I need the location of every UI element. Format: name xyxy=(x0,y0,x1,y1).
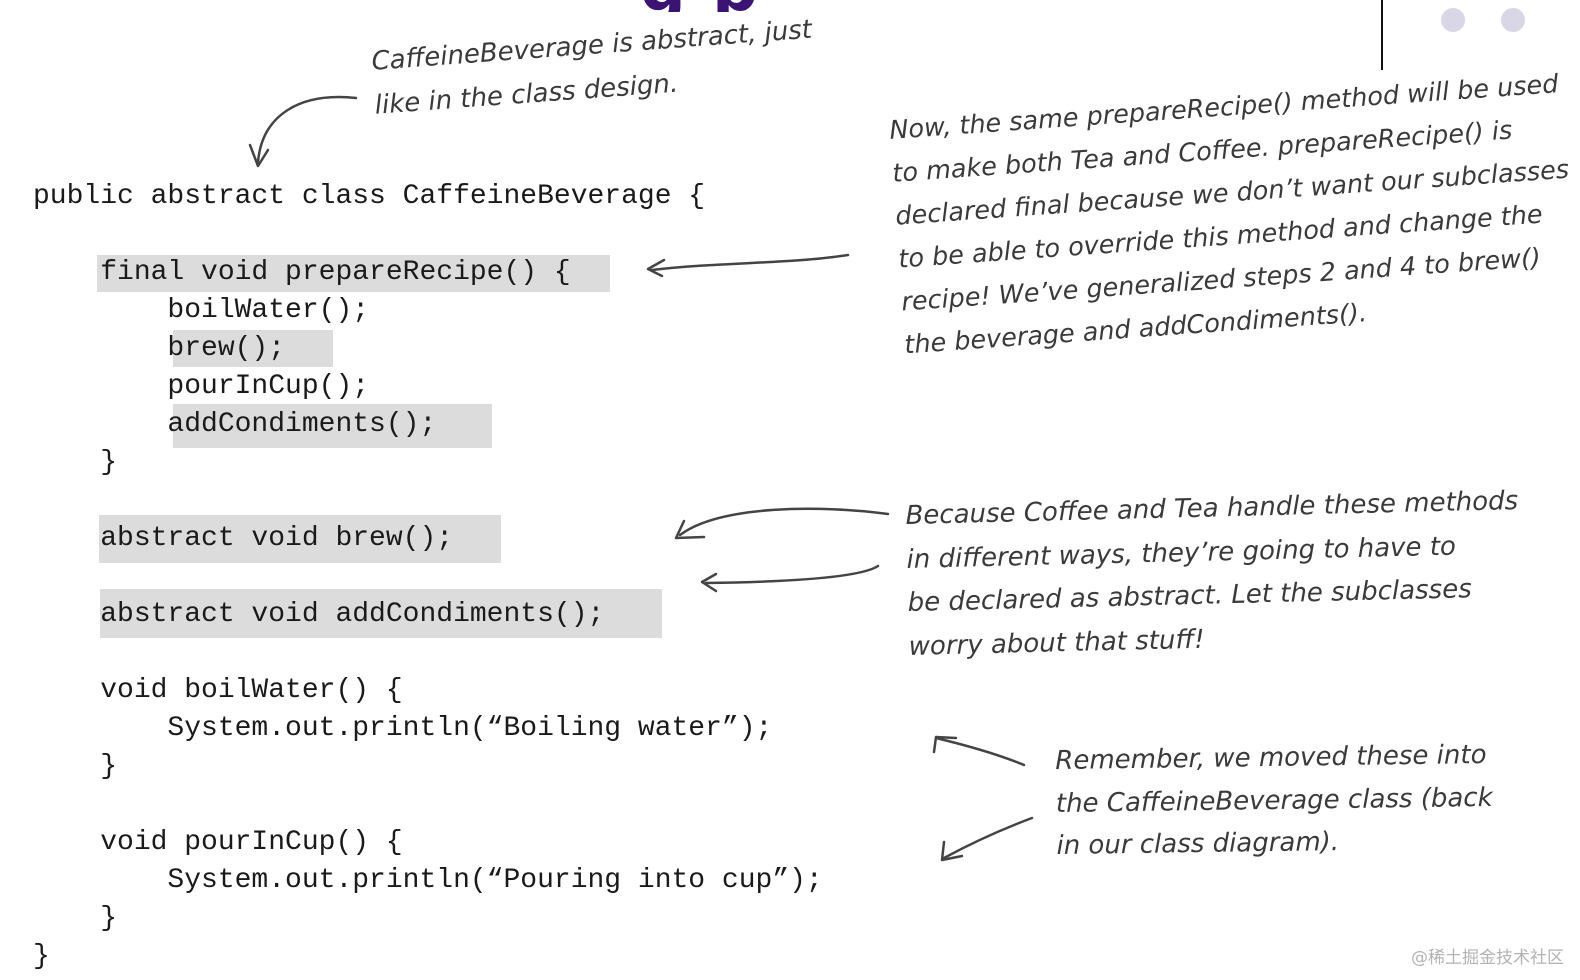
code-line: abstract void brew(); xyxy=(33,523,454,554)
code-block: public abstract class CaffeineBeverage {… xyxy=(33,178,823,976)
arrowhead xyxy=(248,143,270,168)
code-line: System.out.println(“Pouring into cup”); xyxy=(33,865,823,896)
code-line: void boilWater() { xyxy=(33,675,403,706)
highlight-add-condiments-call xyxy=(173,404,492,448)
code-line: System.out.println(“Boiling water”); xyxy=(33,713,773,744)
header-divider xyxy=(1381,0,1383,70)
arrow-to-class-declaration xyxy=(256,95,358,164)
decorative-dot xyxy=(1501,8,1525,32)
code-line: void pourInCup() { xyxy=(33,827,403,858)
code-line: } xyxy=(33,903,118,934)
watermark: @稀土掘金技术社区 xyxy=(1411,948,1564,968)
code-line: public abstract class CaffeineBeverage { xyxy=(33,181,706,212)
arrowhead xyxy=(940,840,964,862)
arrowhead xyxy=(700,572,718,593)
arrow-to-prepare-recipe xyxy=(650,253,850,272)
code-line: boilWater(); xyxy=(33,295,370,326)
arrow-to-boil-water xyxy=(934,736,1026,767)
code-line: } xyxy=(33,751,118,782)
code-line: } xyxy=(33,941,50,972)
arrowhead xyxy=(674,519,706,540)
arrowhead xyxy=(646,258,666,278)
code-line: pourInCup(); xyxy=(33,371,370,402)
highlight-brew-call xyxy=(173,330,333,367)
code-line: } xyxy=(33,447,118,478)
code-line: addCondiments(); xyxy=(33,409,437,440)
highlight-abstract-add-condiments xyxy=(100,589,662,638)
arrow-to-pour-in-cup xyxy=(942,816,1034,860)
decorative-dot xyxy=(1441,8,1465,32)
highlight-abstract-brew xyxy=(99,515,501,563)
slide-title-fragment: g p xyxy=(640,0,760,12)
code-line: abstract void addCondiments(); xyxy=(33,599,605,630)
code-line: final void prepareRecipe() { xyxy=(33,257,571,288)
arrow-to-abstract-brew xyxy=(678,507,890,537)
highlight-prepare-recipe xyxy=(97,255,610,292)
code-line: brew(); xyxy=(33,333,286,364)
arrowhead xyxy=(932,735,958,754)
arrow-to-abstract-add-condiments xyxy=(704,564,880,585)
